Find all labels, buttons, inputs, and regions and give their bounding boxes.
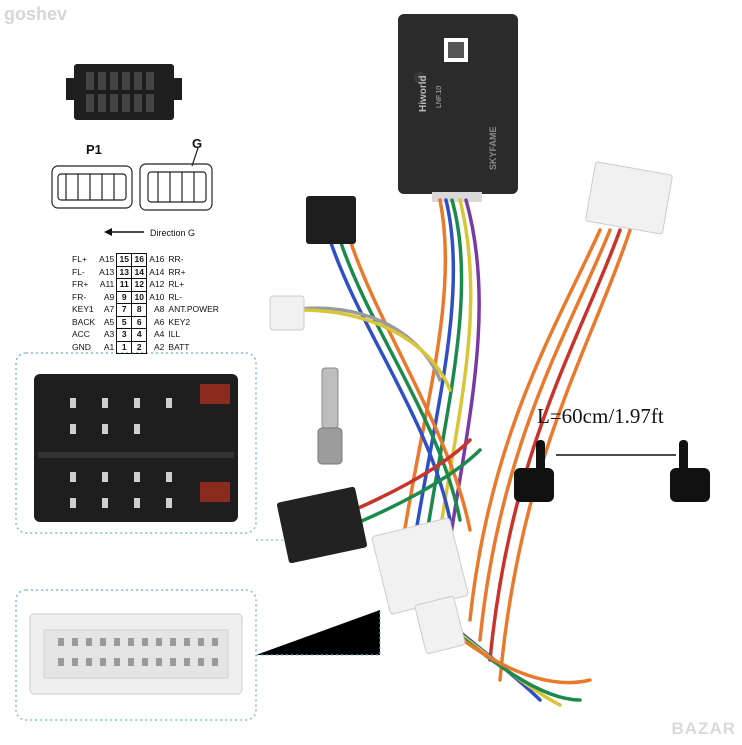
pinout-cell-left-sig: FL- bbox=[72, 266, 85, 277]
pinout-cell-left-pin: A7 bbox=[103, 304, 115, 314]
pinout-cell-n1: 13 bbox=[116, 265, 133, 279]
canbox-brand: Hiworld bbox=[418, 75, 429, 112]
pinout-cell-n2: 10 bbox=[131, 290, 148, 304]
pinout-cell-n1: 5 bbox=[116, 315, 133, 329]
canbus-box-icon bbox=[398, 14, 518, 202]
wire-bundle bbox=[288, 198, 632, 707]
pinout-cell-left-sig: GND bbox=[72, 341, 91, 352]
pinout-cell-left-pin: A1 bbox=[103, 341, 115, 352]
pinout-cell-n2: 12 bbox=[131, 278, 148, 292]
pinout-cell-n1: 7 bbox=[116, 303, 133, 317]
pinout-cell-n2: 8 bbox=[131, 303, 148, 317]
pinout-cell-right-pin: A16 bbox=[149, 254, 165, 264]
pinout-cell-left-sig: FR- bbox=[72, 291, 87, 302]
antenna-adapter-icon bbox=[317, 367, 343, 465]
pinout-cell-left-pin: A11 bbox=[99, 279, 115, 289]
pinout-cell-right-pin: A4 bbox=[154, 329, 165, 339]
g-connector-drawing bbox=[139, 147, 213, 211]
pinout-cell-n1: 1 bbox=[116, 340, 133, 354]
cable-brand-label: SKYFAME bbox=[488, 126, 498, 170]
length-label: L=60cm/1.97ft bbox=[537, 404, 664, 428]
pinout-cell-right-sig: RL+ bbox=[168, 279, 185, 289]
pinout-cell-right-sig: KEY2 bbox=[168, 316, 191, 327]
pinout-cell-left-sig: FR+ bbox=[72, 279, 89, 289]
pinout-cell-n2: 16 bbox=[131, 253, 148, 267]
p1-label: P1 bbox=[86, 142, 102, 157]
canbox-model: LNF.10 bbox=[436, 85, 443, 108]
pinout-cell-n2: 2 bbox=[131, 340, 148, 354]
top-connector-icon bbox=[66, 64, 182, 120]
pinout-cell-left-sig: KEY1 bbox=[72, 304, 94, 314]
bazar-logo: BAZAR bbox=[671, 719, 736, 738]
pinout-cell-n1: 15 bbox=[116, 253, 133, 267]
pinout-cell-left-pin: A5 bbox=[103, 316, 115, 327]
pinout-cell-left-pin: A15 bbox=[99, 254, 115, 264]
pinout-cell-right-pin: A12 bbox=[149, 279, 165, 289]
pinout-cell-right-sig: ANT.POWER bbox=[168, 304, 219, 314]
pinout-cell-n2: 6 bbox=[131, 315, 148, 329]
pinout-cell-right-pin: A6 bbox=[154, 316, 165, 327]
harness-connectors bbox=[269, 161, 673, 654]
pinout-cell-left-pin: A9 bbox=[103, 291, 115, 302]
pinout-cell-right-sig: RR+ bbox=[168, 266, 186, 277]
hand-pointer-left-icon bbox=[514, 440, 554, 502]
pinout-cell-left-sig: BACK bbox=[72, 316, 96, 327]
pinout-cell-right-sig: ILL bbox=[168, 329, 181, 339]
pinout-cell-left-pin: A3 bbox=[103, 329, 115, 339]
g-label: G bbox=[192, 136, 203, 151]
direction-label: Direction G bbox=[150, 228, 196, 238]
pinout-cell-n1: 11 bbox=[116, 278, 133, 292]
p1-connector-drawing bbox=[51, 165, 133, 209]
pinout-cell-n1: 9 bbox=[116, 290, 133, 304]
pinout-cell-left-sig: FL+ bbox=[72, 254, 87, 264]
pinout-cell-right-pin: A8 bbox=[154, 304, 165, 314]
pinout-cell-right-sig: BATT bbox=[168, 341, 190, 352]
pinout-cell-n2: 4 bbox=[131, 328, 148, 342]
watermark-text: goshev bbox=[4, 4, 68, 24]
pinout-cell-n1: 3 bbox=[116, 328, 133, 342]
pinout-cell-right-pin: A2 bbox=[154, 341, 165, 352]
pinout-cell-right-sig: RR- bbox=[168, 254, 184, 264]
pinout-cell-right-pin: A10 bbox=[149, 291, 165, 302]
pinout-cell-left-pin: A13 bbox=[99, 266, 115, 277]
pinout-cell-right-pin: A14 bbox=[149, 266, 165, 277]
pinout-cell-n2: 14 bbox=[131, 265, 148, 279]
white-connector-icon bbox=[29, 613, 243, 695]
pinout-cell-right-sig: RL- bbox=[168, 291, 183, 302]
pinout-cell-left-sig: ACC bbox=[72, 329, 90, 339]
iso-connector-icon bbox=[34, 374, 238, 522]
hand-pointer-right-icon bbox=[670, 440, 710, 502]
